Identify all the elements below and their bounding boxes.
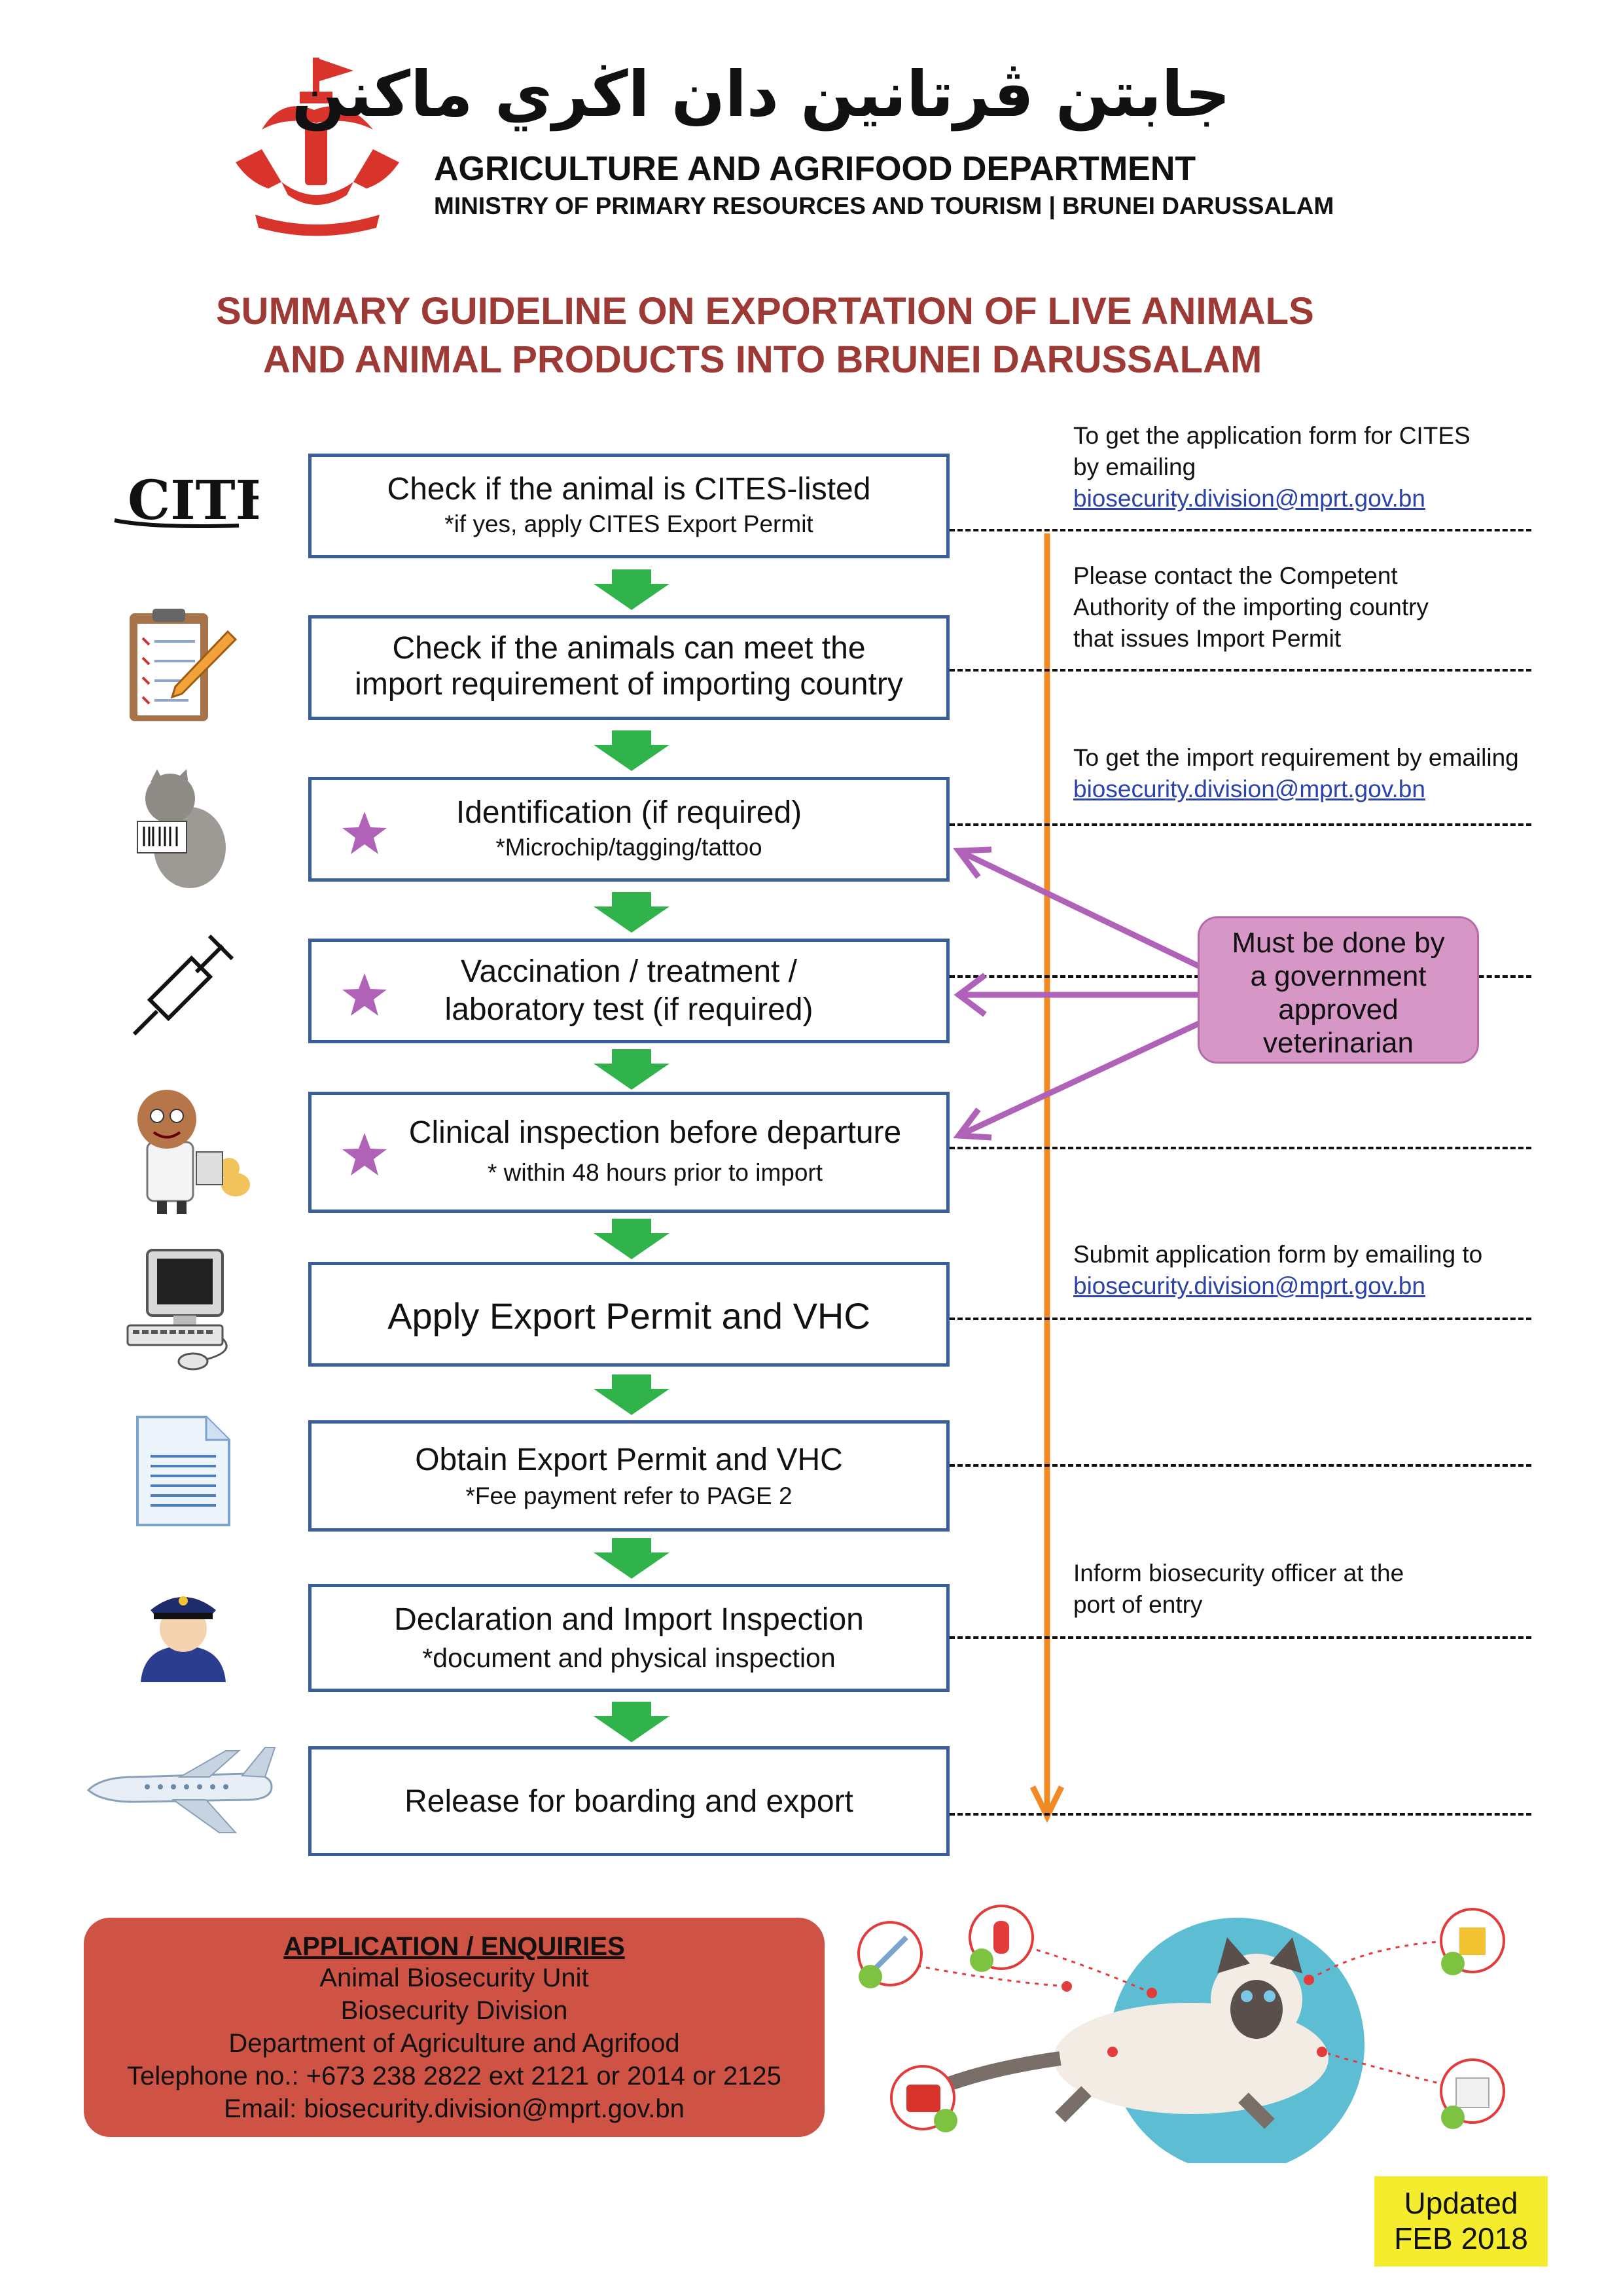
enquiries-heading: APPLICATION / ENQUIRIES: [283, 1932, 625, 1961]
brunei-crest-logo: [236, 58, 399, 236]
connector-line: [950, 1464, 1531, 1467]
updated-date-tag: Updated FEB 2018: [1374, 2176, 1548, 2267]
updated-date: FEB 2018: [1394, 2221, 1528, 2255]
step-label: Vaccination / treatment /: [460, 954, 798, 989]
step-note: * within 48 hours prior to import: [487, 1159, 823, 1186]
cat-health-illustration: [857, 1905, 1505, 2163]
svg-text:CITES: CITES: [128, 469, 259, 532]
step-vaccination: Vaccination / treatment / laboratory tes…: [308, 939, 950, 1043]
down-arrow-icon: [594, 1219, 669, 1259]
down-arrow-icon: [594, 1538, 669, 1579]
veterinarian-icon: [137, 1090, 250, 1214]
step-label: Obtain Export Permit and VHC: [415, 1443, 843, 1477]
enquiries-telephone: Telephone no.: +673 238 2822 ext 2121 or…: [127, 2062, 781, 2090]
step-check-import-requirement: Check if the animals can meet the import…: [308, 615, 950, 720]
cat-barcode-icon: [137, 769, 226, 888]
note-line: Submit application form by emailing to: [1073, 1241, 1483, 1268]
note-line: To get the import requirement by emailin…: [1073, 744, 1519, 771]
down-arrow-icon: [594, 1049, 669, 1090]
airplane-icon: [86, 1747, 276, 1833]
note-submit-application: Submit application form by emailing to b…: [1073, 1239, 1482, 1302]
step-label: Clinical inspection before departure: [408, 1115, 902, 1150]
email-link[interactable]: biosecurity.division@mprt.gov.bn: [1073, 485, 1425, 512]
step-note: *Microchip/tagging/tattoo: [495, 834, 762, 861]
connector-line: [950, 669, 1531, 672]
note-line: Authority of the importing country: [1073, 594, 1429, 620]
note-import-requirement: To get the import requirement by emailin…: [1073, 742, 1519, 805]
syringe-icon: [132, 934, 234, 1036]
star-icon: [342, 1133, 387, 1175]
government-veterinarian-callout: Must be done by a government approved ve…: [1198, 916, 1479, 1064]
updated-label: Updated: [1404, 2186, 1518, 2220]
connector-line: [950, 1147, 1531, 1149]
step-label-line-2: laboratory test (if required): [444, 992, 813, 1027]
connector-line: [950, 529, 1531, 531]
enquiries-email: Email: biosecurity.division@mprt.gov.bn: [224, 2094, 685, 2123]
ministry-name: MINISTRY OF PRIMARY RESOURCES AND TOURIS…: [434, 192, 1334, 219]
connector-line: [950, 1318, 1531, 1320]
veterinarian-arrows: [953, 846, 1205, 1141]
cites-logo: CITES: [114, 469, 259, 532]
step-label: Declaration and Import Inspection: [394, 1602, 864, 1637]
step-obtain-export-permit: Obtain Export Permit and VHC *Fee paymen…: [308, 1420, 950, 1532]
note-line: by emailing: [1073, 454, 1196, 480]
star-icon: [342, 973, 387, 1016]
down-arrow-icon: [594, 730, 669, 771]
down-arrow-icon: [594, 1702, 669, 1742]
page-title-line-1: SUMMARY GUIDELINE ON EXPORTATION OF LIVE…: [216, 290, 1314, 332]
down-arrow-icon: [594, 1374, 669, 1415]
step-clinical-inspection: Clinical inspection before departure * w…: [308, 1092, 950, 1213]
clipboard-pencil-icon: [130, 609, 238, 721]
note-line: To get the application form for CITES: [1073, 422, 1471, 449]
enquiries-panel: APPLICATION / ENQUIRIES Animal Biosecuri…: [84, 1918, 825, 2137]
page-title-line-2: AND ANIMAL PRODUCTS INTO BRUNEI DARUSSAL…: [263, 338, 1262, 381]
callout-line: Must be done by: [1232, 927, 1445, 959]
step-label: Check if the animals can meet the: [392, 631, 866, 666]
computer-icon: [126, 1249, 228, 1371]
officer-icon: [141, 1596, 226, 1682]
step-label: Identification (if required): [455, 795, 802, 830]
step-note: *document and physical inspection: [422, 1643, 836, 1673]
callout-line: a government: [1250, 960, 1427, 992]
down-arrow-icon: [594, 892, 669, 933]
callout-line: approved: [1278, 994, 1399, 1026]
note-line: Please contact the Competent: [1073, 562, 1398, 589]
enquiries-line: Department of Agriculture and Agrifood: [228, 2029, 680, 2058]
note-competent-authority: Please contact the Competent Authority o…: [1073, 560, 1429, 655]
note-line: port of entry: [1073, 1591, 1203, 1618]
note-inform-officer: Inform biosecurity officer at the port o…: [1073, 1558, 1404, 1621]
connector-line: [950, 1636, 1531, 1639]
step-label: Check if the animal is CITES-listed: [387, 472, 871, 507]
star-icon: [342, 812, 387, 854]
down-arrow-icon: [594, 569, 669, 610]
step-identification: Identification (if required) *Microchip/…: [308, 777, 950, 882]
step-declaration-inspection: Declaration and Import Inspection *docum…: [308, 1584, 950, 1692]
step-label: Release for boarding and export: [404, 1784, 853, 1819]
callout-line: veterinarian: [1263, 1027, 1414, 1059]
note-line: that issues Import Permit: [1073, 625, 1342, 652]
document-icon: [136, 1416, 230, 1526]
step-note: *Fee payment refer to PAGE 2: [465, 1482, 793, 1509]
department-jawi-title: جابتن ڤرتانين دان اڬري ماكنن: [291, 58, 1230, 131]
step-label: Apply Export Permit and VHC: [387, 1295, 870, 1336]
step-check-cites: Check if the animal is CITES-listed *if …: [308, 454, 950, 558]
enquiries-line: Biosecurity Division: [340, 1996, 568, 2025]
email-link[interactable]: biosecurity.division@mprt.gov.bn: [1073, 1272, 1425, 1299]
step-note: *if yes, apply CITES Export Permit: [444, 511, 813, 537]
email-link[interactable]: biosecurity.division@mprt.gov.bn: [1073, 776, 1425, 802]
connector-line: [950, 823, 1531, 826]
step-release-boarding: Release for boarding and export: [308, 1746, 950, 1856]
enquiries-line: Animal Biosecurity Unit: [319, 1964, 589, 1992]
timeline-arrow: [1029, 533, 1065, 1823]
step-apply-export-permit: Apply Export Permit and VHC: [308, 1262, 950, 1367]
note-line: Inform biosecurity officer at the: [1073, 1560, 1404, 1587]
step-label-line-2: import requirement of importing country: [355, 667, 903, 702]
note-cites: To get the application form for CITES by…: [1073, 420, 1471, 514]
connector-line: [950, 1813, 1531, 1816]
department-name: AGRICULTURE AND AGRIFOOD DEPARTMENT: [434, 150, 1196, 188]
